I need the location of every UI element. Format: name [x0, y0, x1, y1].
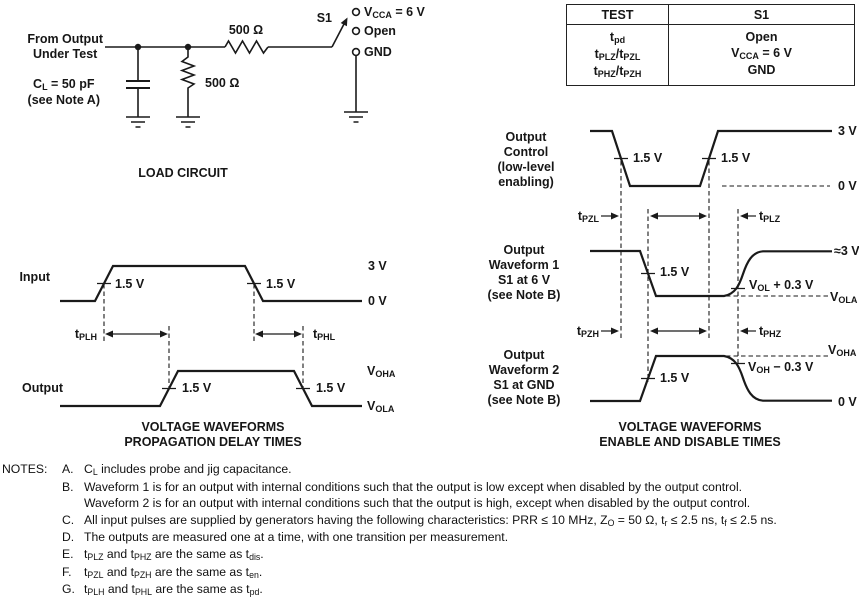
table-body: tpd tPLZ/tPZL tPHZ/tPZH Open VCCA = 6 V … — [567, 25, 854, 85]
terminal-open-contact — [351, 26, 361, 36]
tplz-label: tPLZ — [759, 208, 781, 224]
waveform2 — [590, 354, 832, 403]
table-header-row: TEST S1 — [567, 5, 854, 25]
threshold-label: 1.5 V — [660, 264, 690, 279]
table-cell: tPLZ/tPZL — [594, 47, 641, 63]
tpzh-tphz-arrows — [601, 327, 756, 335]
output-label: Output — [22, 380, 63, 395]
ground-icon — [176, 116, 200, 128]
note-b: B. Waveform 1 is for an output with inte… — [62, 479, 751, 511]
threshold-label: 1.5 V — [660, 370, 690, 385]
threshold-label: 1.5 V — [182, 380, 212, 395]
waveform1 — [590, 249, 832, 298]
terminal-vcc-contact — [351, 7, 361, 17]
tplh-dimension-arrow — [105, 330, 168, 338]
prop-delay-title: VOLTAGE WAVEFORMS PROPAGATION DELAY TIME… — [124, 420, 302, 449]
enable-disable-title: VOLTAGE WAVEFORMS ENABLE AND DISABLE TIM… — [599, 420, 781, 449]
note-g: G. tPLH and tPHL are the same as tpd. — [62, 582, 263, 598]
threshold-label: 1.5 V — [115, 276, 145, 291]
level-voh03-label: VOH − 0.3 V — [748, 359, 814, 375]
note-f: F. tPZL and tPZH are the same as ten. — [62, 564, 263, 580]
notes-section: NOTES: A. CL includes probe and jig capa… — [2, 461, 858, 599]
table-cell: VCCA = 6 V — [731, 46, 792, 62]
level-voha-label: VOHA — [828, 342, 857, 358]
note-a: NOTES: A. CL includes probe and jig capa… — [2, 462, 292, 478]
capacitor-symbol — [126, 47, 150, 117]
level-3v-label: 3 V — [368, 258, 387, 273]
table-cell: tPHZ/tPZH — [593, 64, 642, 80]
tpzl-tplz-arrows — [601, 212, 756, 220]
s1-column-values: Open VCCA = 6 V GND — [668, 25, 854, 85]
switch-s1-symbol — [331, 7, 361, 112]
level-voha-label: VOHA — [367, 363, 396, 379]
tpzh-label: tPZH — [576, 323, 599, 339]
series-resistor-label: 500 Ω — [228, 22, 264, 37]
switch-arrowhead — [340, 17, 348, 27]
tplh-label: tPLH — [74, 326, 97, 342]
level-3v-label: 3 V — [838, 123, 857, 138]
tpzl-label: tPZL — [577, 208, 599, 224]
waveform1-label: Output Waveform 1 S1 at 6 V (see Note B) — [487, 243, 561, 302]
resistor-horizontal-symbol — [224, 39, 269, 55]
output-control-label: Output Control (low-level enabling) — [497, 130, 555, 189]
tphz-label: tPHZ — [759, 323, 782, 339]
terminal-gnd-label: GND — [364, 44, 392, 59]
shunt-resistor-label: 500 Ω — [205, 75, 240, 90]
load-circuit-title: LOAD CIRCUIT — [138, 165, 228, 180]
s1-column-header: S1 — [668, 5, 854, 24]
threshold-ticks — [97, 282, 310, 390]
output-control-waveform — [590, 129, 832, 188]
level-vol03-label: VOL + 0.3 V — [749, 277, 814, 293]
enable-disable-drawing — [590, 129, 832, 403]
threshold-label: 1.5 V — [633, 150, 663, 165]
level-0v-label: 0 V — [838, 178, 857, 193]
note-d: D. The outputs are measured one at a tim… — [62, 530, 509, 545]
level-vola-label: VOLA — [830, 289, 858, 305]
table-cell: GND — [747, 63, 776, 77]
level-approx3v-label: ≈3 V — [834, 243, 859, 258]
level-0v-label: 0 V — [838, 394, 857, 409]
table-cell: tpd — [609, 30, 626, 46]
notes-heading: NOTES: — [2, 462, 48, 476]
output-waveform — [60, 369, 362, 408]
threshold-label: 1.5 V — [721, 150, 751, 165]
terminal-gnd-contact — [351, 47, 361, 57]
tphl-label: tPHL — [313, 326, 336, 342]
level-0v-label: 0 V — [368, 293, 387, 308]
threshold-label: 1.5 V — [266, 276, 296, 291]
table-cell: Open — [745, 30, 778, 44]
test-s1-table: TEST S1 tpd tPLZ/tPZL tPHZ/tPZH Open VCC… — [566, 4, 855, 86]
from-output-label: From Output Under Test — [27, 32, 103, 61]
tphl-dimension-arrow — [255, 330, 302, 338]
test-column-header: TEST — [601, 8, 634, 22]
resistor-vertical-symbol — [179, 47, 197, 117]
terminal-vcc-label: VCCA = 6 V — [364, 4, 425, 20]
threshold-label: 1.5 V — [316, 380, 346, 395]
note-c: C. All input pulses are supplied by gene… — [62, 512, 777, 528]
level-vola-label: VOLA — [367, 398, 395, 414]
ground-icon — [126, 116, 150, 128]
cl-label: CL = 50 pF (see Note A) — [27, 77, 100, 107]
switch-s1-label: S1 — [316, 10, 332, 25]
input-label: Input — [19, 269, 50, 284]
terminal-open-label: Open — [364, 23, 396, 38]
prop-delay-drawing — [60, 264, 362, 408]
load-circuit-drawing — [105, 7, 368, 128]
input-waveform — [60, 264, 362, 303]
test-column-values: tpd tPLZ/tPZL tPHZ/tPZH — [567, 25, 668, 85]
waveform2-label: Output Waveform 2 S1 at GND (see Note B) — [487, 348, 561, 407]
note-e: E. tPLZ and tPHZ are the same as tdis. — [62, 546, 264, 563]
ground-icon — [344, 111, 368, 123]
